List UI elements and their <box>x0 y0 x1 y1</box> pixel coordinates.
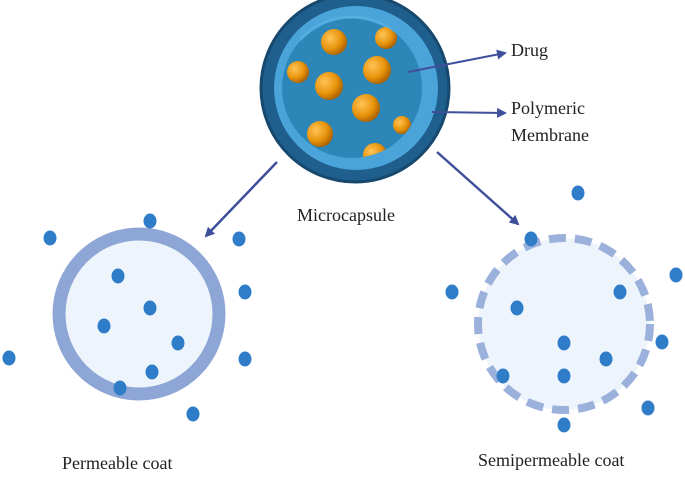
drug-dot <box>557 368 571 384</box>
drug-label: Drug <box>511 40 548 60</box>
drug-dot <box>111 268 125 284</box>
drug-dot <box>238 284 252 300</box>
drug-dot <box>641 400 655 416</box>
polymeric-membrane-label-line1: Polymeric <box>511 98 585 118</box>
drug-dot <box>97 318 111 334</box>
drug-dot <box>145 364 159 380</box>
polymeric-membrane-label-line2: Membrane <box>511 125 589 145</box>
drug-dot <box>510 300 524 316</box>
drug-dot <box>2 350 16 366</box>
drug-dot <box>557 335 571 351</box>
drug-dot <box>496 368 510 384</box>
microcapsule-icon <box>259 0 451 184</box>
drug-dot <box>571 185 585 201</box>
arrow-to-semipermeable <box>436 151 520 226</box>
drug-dot <box>557 417 571 433</box>
drug-dot <box>43 230 57 246</box>
drug-dot <box>524 231 538 247</box>
drug-particle-icon <box>363 56 391 84</box>
drug-dot <box>599 351 613 367</box>
drug-dot <box>186 406 200 422</box>
drug-particle-icon <box>375 27 397 49</box>
drug-dot <box>232 231 246 247</box>
drug-dot <box>655 334 669 350</box>
drug-dot <box>445 284 459 300</box>
semipermeable-coat-label: Semipermeable coat <box>478 450 625 470</box>
arrow-to-permeable <box>204 161 278 238</box>
permeable-coat-label: Permeable coat <box>62 453 173 473</box>
drug-dot <box>238 351 252 367</box>
drug-dot <box>143 213 157 229</box>
drug-particle-icon <box>307 121 333 147</box>
drug-particle-icon <box>287 61 309 83</box>
drug-particles <box>287 27 411 158</box>
drug-particle-icon <box>321 29 347 55</box>
drug-particle-icon <box>393 116 411 134</box>
drug-pointer-arrow <box>407 49 507 73</box>
drug-dot <box>113 380 127 396</box>
semipermeable-coat-icon <box>474 234 654 414</box>
microcapsule-label: Microcapsule <box>297 205 395 225</box>
drug-dot <box>669 267 683 283</box>
drug-dot <box>613 284 627 300</box>
permeable-drug-dots <box>2 213 252 422</box>
drug-particle-icon <box>315 72 343 100</box>
semipermeable-drug-dots <box>445 185 683 433</box>
drug-dot <box>171 335 185 351</box>
drug-dot <box>143 300 157 316</box>
drug-particle-icon <box>352 94 380 122</box>
permeable-coat-icon <box>52 227 226 401</box>
membrane-pointer-arrow <box>431 107 507 118</box>
